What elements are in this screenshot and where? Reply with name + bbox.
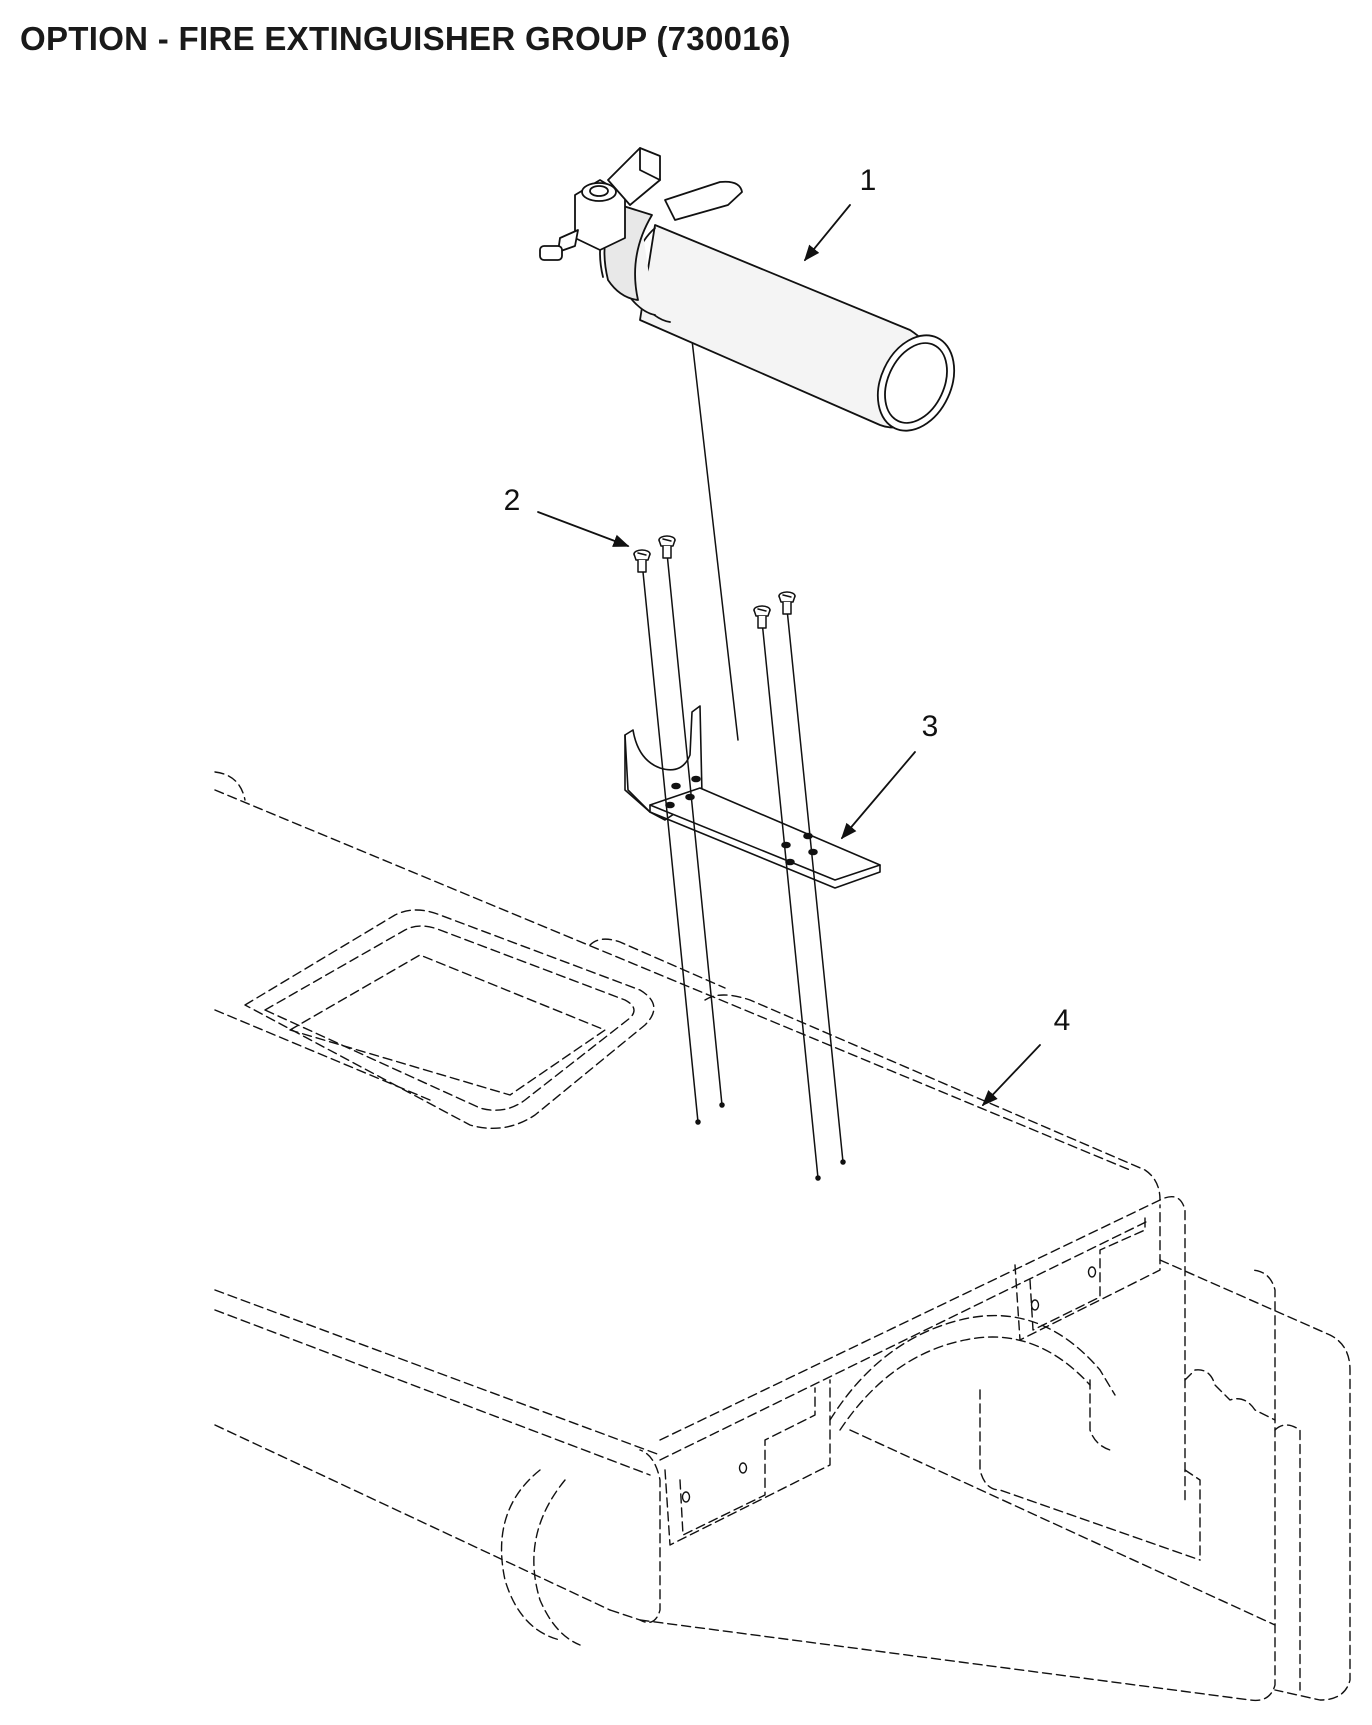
frame-left-end-tip xyxy=(214,771,246,801)
leader-2 xyxy=(537,511,630,547)
bracket-upright-thickness xyxy=(624,734,651,813)
assembly-point xyxy=(695,1119,701,1125)
frame-top-edge xyxy=(214,789,1131,1171)
frame-arch-inner xyxy=(839,1336,1091,1431)
frame-pocket-floor xyxy=(289,954,606,1096)
frame-raised-step xyxy=(589,938,726,989)
callout-1: 1 xyxy=(860,164,877,197)
assembly-line xyxy=(786,608,844,1163)
bracket-hole xyxy=(781,841,791,849)
frame-base-part xyxy=(214,771,1351,1702)
assembly-line xyxy=(761,620,819,1179)
bracket-hole xyxy=(671,782,681,790)
screw xyxy=(658,535,676,559)
callouts: 1 2 3 4 xyxy=(504,164,1071,1107)
fire-extinguisher-part xyxy=(539,147,956,432)
leader-3 xyxy=(840,751,916,840)
extinguisher-upper-lever-edge xyxy=(639,147,661,181)
bracket-upright xyxy=(624,705,703,821)
page-title: OPTION - FIRE EXTINGUISHER GROUP (730016… xyxy=(20,20,791,57)
frame-hole xyxy=(738,1462,748,1474)
bracket-hole xyxy=(691,775,701,783)
assembly-point xyxy=(840,1159,846,1165)
assembly-lines xyxy=(641,339,846,1181)
frame-right-plate xyxy=(1014,1204,1161,1341)
leader-4 xyxy=(981,1044,1041,1107)
callout-2: 2 xyxy=(504,484,521,517)
frame-far-right-block xyxy=(1159,1259,1351,1701)
frame-left-plate-inner xyxy=(679,1387,816,1536)
frame-left-top-edge xyxy=(214,1009,431,1101)
frame-lower-edge-1 xyxy=(214,1289,661,1456)
extinguisher-nozzle-tip xyxy=(539,245,563,261)
frame-front-block xyxy=(609,1449,661,1624)
callout-4: 4 xyxy=(1054,1004,1071,1037)
frame-pocket-outer xyxy=(244,909,655,1130)
screw xyxy=(633,549,651,573)
assembly-point xyxy=(815,1175,821,1181)
bracket-part xyxy=(624,705,881,889)
assembly-line xyxy=(641,561,699,1123)
frame-front-face xyxy=(639,1269,1276,1702)
bracket-hole xyxy=(685,793,695,801)
callout-3: 3 xyxy=(922,710,939,743)
leader-1 xyxy=(803,204,851,262)
extinguisher-upper-lever xyxy=(607,147,661,206)
bracket-hole xyxy=(808,848,818,856)
frame-front-curve xyxy=(500,1469,561,1641)
extinguisher-bottom-rim-inner xyxy=(884,342,948,424)
assembly-line xyxy=(691,339,739,741)
screw xyxy=(778,591,796,615)
assembly-point xyxy=(719,1102,725,1108)
screw xyxy=(753,605,771,629)
frame-right-leg-2 xyxy=(1089,1379,1111,1451)
frame-hole xyxy=(681,1491,691,1503)
bracket-base-thickness xyxy=(649,804,881,889)
extinguisher-valve-cap-inner xyxy=(589,185,609,197)
frame-upper-surface-edge xyxy=(704,994,1161,1201)
frame-pocket-inner xyxy=(264,925,635,1111)
frame-far-right-inner xyxy=(1274,1424,1301,1691)
frame-right-post xyxy=(1184,1469,1201,1561)
frame-lower-edge-2 xyxy=(214,1309,651,1476)
frame-left-plate xyxy=(664,1379,831,1546)
frame-front-curve-2 xyxy=(533,1479,581,1646)
extinguisher-handle xyxy=(664,180,743,221)
frame-arch xyxy=(829,1314,1116,1421)
frame-holes xyxy=(681,1266,1097,1503)
bracket-hole xyxy=(785,858,795,866)
screw-set xyxy=(633,535,796,629)
frame-right-foot xyxy=(1184,1369,1276,1421)
frame-hole xyxy=(1087,1266,1097,1278)
frame-hole xyxy=(1030,1299,1040,1311)
frame-mid-edge xyxy=(849,1429,1276,1626)
frame-right-plate-inner xyxy=(1029,1214,1146,1331)
frame-bottom-edge xyxy=(214,1424,611,1611)
frame-side-rail-lower xyxy=(659,1219,1151,1461)
frame-side-rail xyxy=(659,1196,1186,1501)
assembly-line xyxy=(666,552,723,1106)
